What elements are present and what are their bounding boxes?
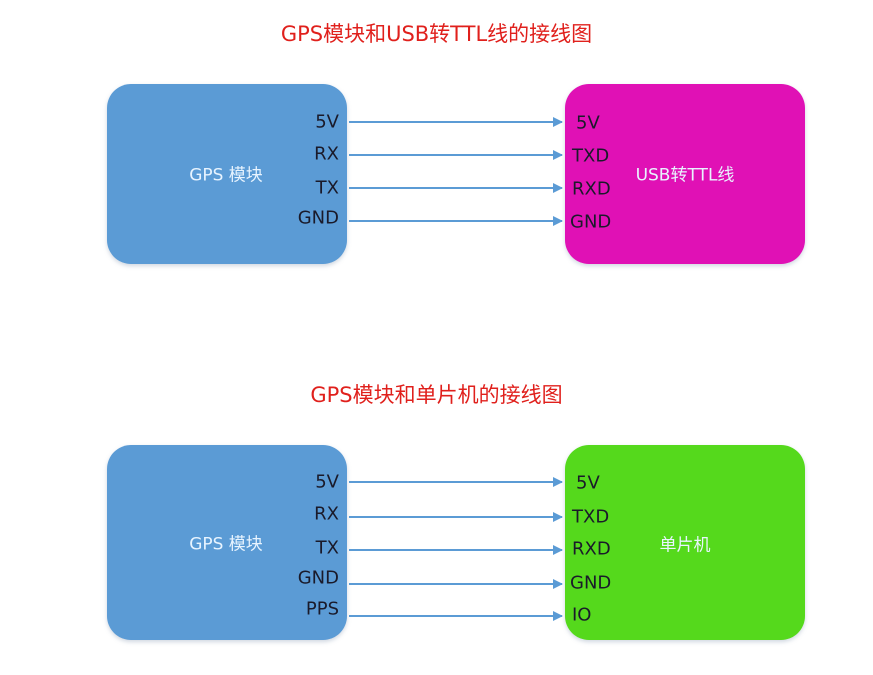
- gps-module-label-2: GPS 模块: [189, 534, 263, 555]
- usb-ttl-pin-rxd: RXD: [572, 178, 611, 200]
- diagram-1-title: GPS模块和USB转TTL线的接线图: [280, 22, 593, 46]
- mcu-pin-rxd: RXD: [572, 538, 611, 560]
- usb-ttl-label: USB转TTL线: [635, 165, 735, 186]
- mcu-pin-txd: TXD: [572, 506, 610, 528]
- gps-pin-rx-1: RX: [314, 143, 339, 165]
- mcu-pin-io: IO: [572, 604, 592, 626]
- gps-pin-tx-2: TX: [315, 537, 339, 559]
- gps-pin-tx-1: TX: [315, 177, 339, 199]
- gps-pin-gnd-2: GND: [297, 567, 339, 589]
- diagram-2-title: GPS模块和单片机的接线图: [310, 383, 563, 407]
- gps-pin-rx-2: RX: [314, 503, 339, 525]
- usb-ttl-block: USB转TTL线: [565, 84, 805, 264]
- usb-ttl-pin-gnd: GND: [570, 211, 612, 233]
- gps-module-block-1: GPS 模块: [107, 84, 347, 264]
- gps-pin-pps: PPS: [305, 598, 339, 620]
- gps-pin-gnd-1: GND: [297, 207, 339, 229]
- gps-module-block-2: GPS 模块: [107, 445, 347, 640]
- mcu-pin-5v: 5V: [576, 472, 600, 494]
- usb-ttl-pin-txd: TXD: [572, 145, 610, 167]
- mcu-pin-gnd: GND: [570, 572, 612, 594]
- mcu-block: 单片机: [565, 445, 805, 640]
- gps-pin-5v-1: 5V: [315, 111, 339, 133]
- usb-ttl-pin-5v: 5V: [576, 112, 600, 134]
- gps-module-label-1: GPS 模块: [189, 165, 263, 186]
- gps-pin-5v-2: 5V: [315, 471, 339, 493]
- mcu-label: 单片机: [659, 535, 711, 556]
